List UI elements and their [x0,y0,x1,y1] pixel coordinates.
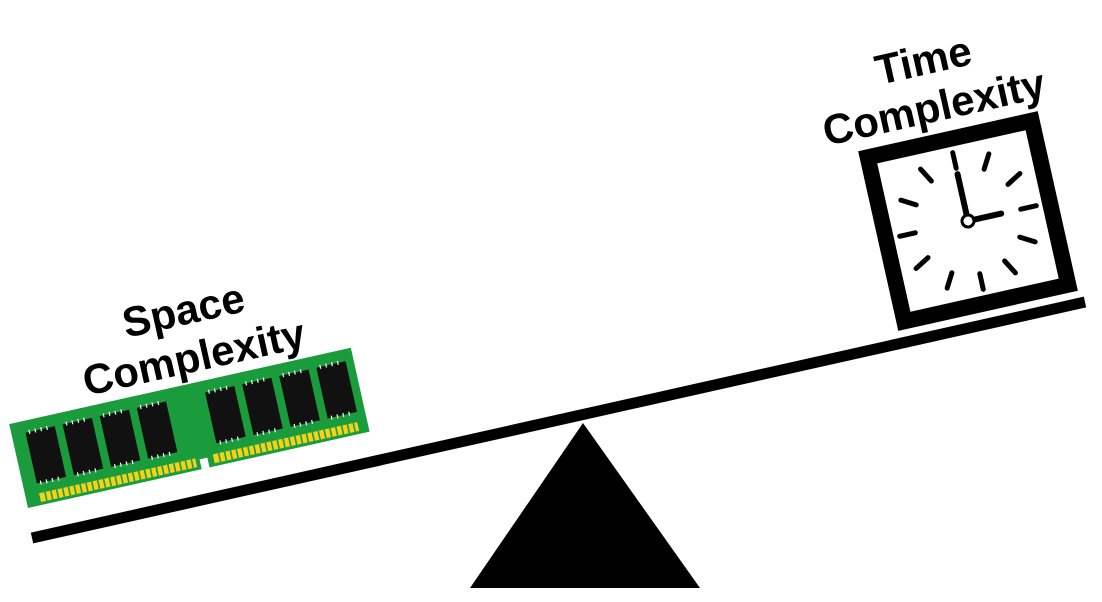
ram-memory-module-icon [9,347,370,508]
fulcrum-triangle-icon [470,423,700,588]
clock-icon [858,111,1078,331]
seesaw-beam [30,296,1087,544]
clock-minute-hand [954,171,971,224]
